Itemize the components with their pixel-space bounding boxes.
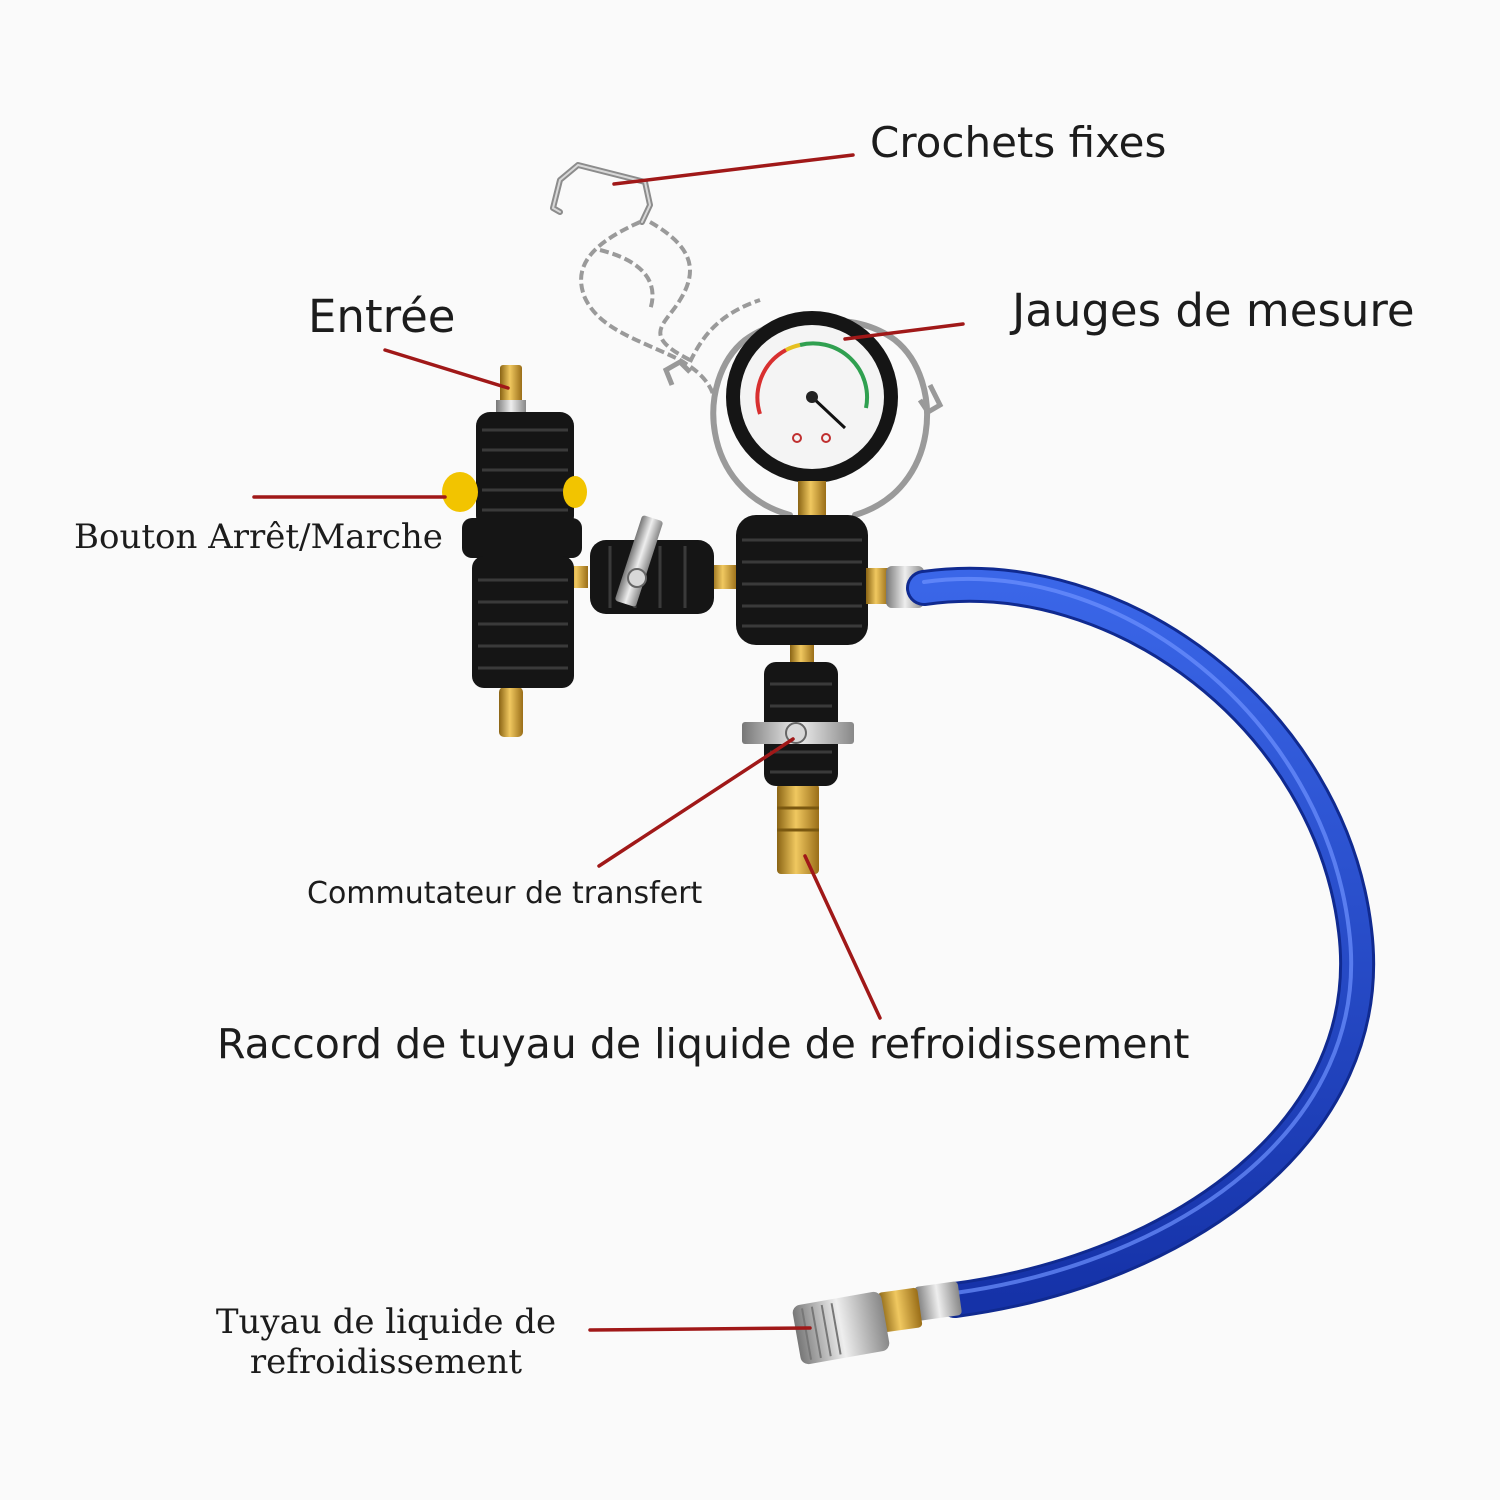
label-crochets-fixes: Crochets fixes [870, 118, 1167, 167]
inlet-nipple-icon [496, 365, 526, 416]
quick-coupler-icon [792, 1281, 962, 1365]
label-jauges-de-mesure: Jauges de mesure [1012, 284, 1415, 337]
label-tuyau-line1: Tuyau de liquide de [215, 1302, 557, 1342]
transfer-lever-icon [590, 515, 714, 614]
leader-jauges [843, 322, 965, 341]
label-commutateur-de-transfert: Commutateur de transfert [307, 876, 703, 911]
label-tuyau-de-liquide: Tuyau de liquide de refroidissement [200, 1302, 572, 1382]
label-bouton-arret-marche: Bouton Arrêt/Marche [74, 517, 443, 557]
pressure-gauge-icon [726, 311, 898, 483]
coolant-hose-icon [906, 566, 1375, 1318]
hook-icon [550, 162, 653, 225]
label-tuyau-line2: refroidissement [249, 1342, 523, 1382]
central-block [736, 515, 924, 645]
valve-body-icon [462, 412, 582, 688]
on-off-knob-icon [442, 472, 587, 512]
leader-raccord [803, 854, 882, 1020]
leader-tuyau [588, 1326, 812, 1332]
leader-commutateur [597, 737, 795, 868]
leader-entree [383, 348, 510, 390]
label-raccord-de-tuyau: Raccord de tuyau de liquide de refroidis… [217, 1020, 1190, 1068]
bottom-valve [742, 662, 854, 786]
leader-crochets [612, 153, 855, 186]
leader-lines [252, 153, 965, 1332]
brass-fittings [499, 481, 826, 874]
label-entree: Entrée [308, 290, 456, 343]
